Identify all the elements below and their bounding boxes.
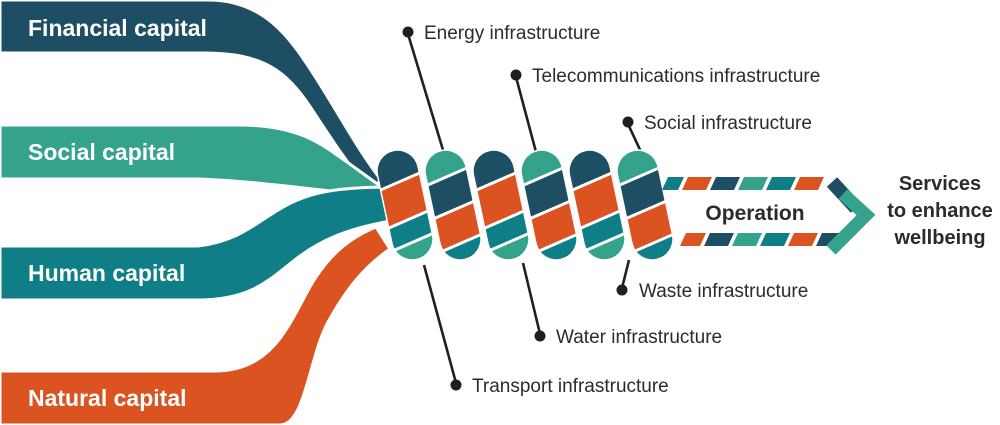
arrowhead-tip-chevron [826,189,876,255]
arrow-dash-top-6 [794,177,824,190]
callout-telecommunications-dot [510,69,522,81]
callout-telecommunications-line [514,76,538,153]
outcome-line-1: Services [899,173,981,195]
callouts: Energy infrastructure Telecommunications… [402,23,820,397]
arrow-dash-top-3 [710,177,740,190]
callout-social-infra-dot [622,116,634,128]
outcome-line-2: to enhance [887,200,993,222]
callout-waste-dot [616,284,628,296]
callout-transport-label: Transport infrastructure [472,376,669,397]
arrow-dash-bottom-4 [760,233,790,246]
arrow-dash-bottom-1 [680,233,706,246]
callout-transport-dot [450,379,462,391]
callout-transport: Transport infrastructure [422,264,669,397]
capital-label-natural: Natural capital [28,385,187,411]
callout-waste-label: Waste infrastructure [639,281,808,302]
operation-label: Operation [705,202,804,225]
callout-transport-line [422,264,458,384]
operation-arrow: Operation [662,177,876,255]
callout-waste: Waste infrastructure [616,259,808,302]
arrow-dash-top-1 [662,177,684,190]
callout-water: Water infrastructure [521,262,722,348]
callout-telecommunications-label: Telecommunications infrastructure [532,66,820,87]
ribbons [0,0,399,425]
capital-label-human: Human capital [28,260,185,286]
callout-energy-label: Energy infrastructure [424,23,600,44]
outcome-line-3: wellbeing [893,227,985,249]
callout-water-label: Water infrastructure [556,327,722,348]
arrow-dash-top-2 [682,177,712,190]
outcome-text: Services to enhance wellbeing [887,173,993,249]
arrow-dash-bottom-2 [704,233,734,246]
callout-waste-line [620,259,631,289]
arrow-dash-bottom-3 [732,233,762,246]
capital-label-financial: Financial capital [28,15,207,41]
callout-water-line [521,262,542,335]
arrow-dash-top-5 [766,177,796,190]
callout-energy-dot [402,26,414,38]
capital-labels: Financial capital Social capital Human c… [28,15,207,411]
ribbon-natural [0,225,393,425]
callout-telecommunications: Telecommunications infrastructure [510,66,820,153]
callout-social-infra: Social infrastructure [622,113,812,155]
callout-water-dot [534,330,546,342]
callout-social-infra-line [626,123,644,155]
arrow-dash-bottom-5 [788,233,818,246]
capital-label-social: Social capital [28,139,175,165]
callout-social-infra-label: Social infrastructure [644,113,812,134]
ribbon-social [0,123,382,197]
callout-energy-line [406,33,445,151]
arrow-dash-top-4 [738,177,768,190]
callout-energy: Energy infrastructure [402,23,600,151]
